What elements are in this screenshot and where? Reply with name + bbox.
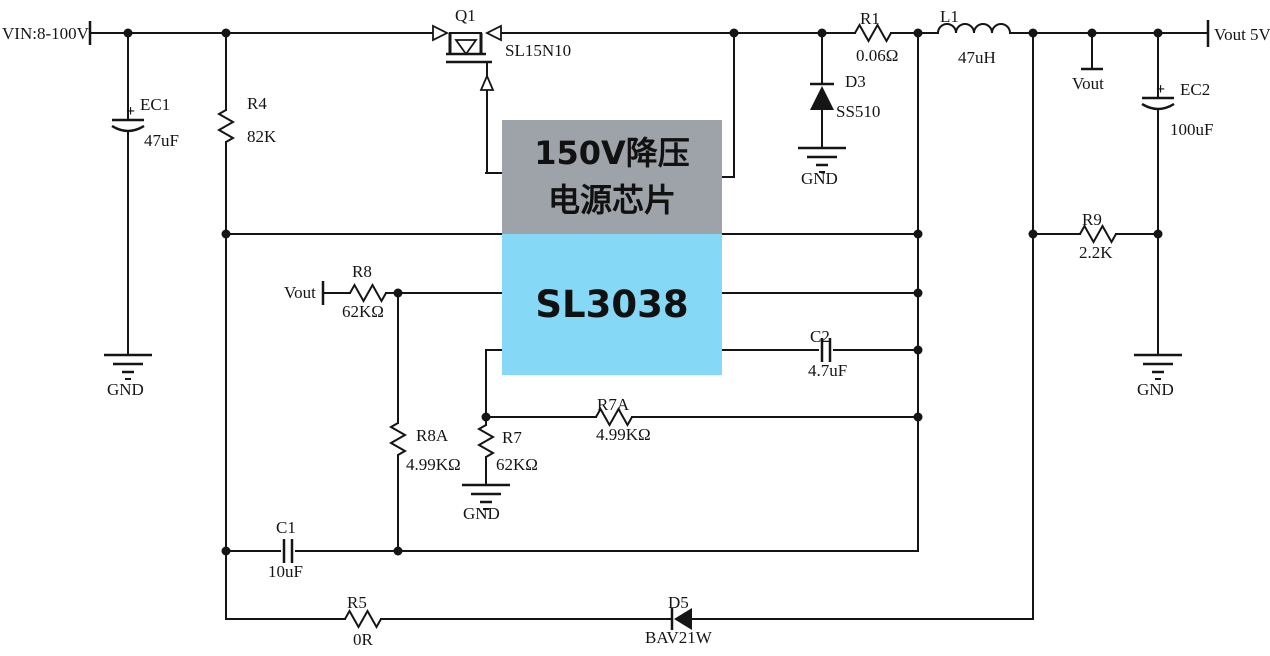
l1-inductor-symbol bbox=[937, 23, 1011, 34]
r8a-ref: R8A bbox=[416, 426, 449, 445]
vout-net-label: Vout bbox=[1072, 74, 1104, 93]
l1-val: 47uH bbox=[958, 48, 996, 67]
ec2-ref: EC2 bbox=[1180, 80, 1211, 99]
d5-diode-symbol bbox=[670, 608, 692, 630]
d3-val: SS510 bbox=[836, 102, 881, 121]
r4-val: 82K bbox=[247, 127, 277, 146]
r7-val: 62KΩ bbox=[496, 455, 538, 474]
r1-resistor-symbol bbox=[854, 22, 892, 44]
q1-ref: Q1 bbox=[455, 6, 476, 25]
d3-gnd-label: GND bbox=[801, 169, 838, 188]
ec1-ref: EC1 bbox=[140, 95, 171, 114]
ec2-val: 100uF bbox=[1170, 120, 1214, 139]
ec1-plus-sign: + bbox=[126, 103, 136, 120]
r1-val: 0.06Ω bbox=[856, 46, 899, 65]
chip-description-line2: 电源芯片 bbox=[547, 181, 676, 219]
ec1-val: 47uF bbox=[144, 131, 179, 150]
ec1-capacitor-symbol bbox=[111, 32, 145, 356]
d5-val: BAV21W bbox=[645, 628, 712, 647]
d3-diode-symbol bbox=[810, 32, 834, 149]
r9-ref: R9 bbox=[1082, 210, 1102, 229]
r9-val: 2.2K bbox=[1079, 243, 1113, 262]
r8-resistor-symbol bbox=[349, 282, 387, 304]
r4-resistor-symbol bbox=[216, 32, 236, 620]
chip-description-line1: 150V降压 bbox=[534, 134, 690, 172]
r8a-resistor-symbol bbox=[388, 292, 408, 552]
ec2-plus-sign: + bbox=[1156, 81, 1166, 98]
c2-ref: C2 bbox=[810, 327, 830, 346]
r8-ref: R8 bbox=[352, 262, 372, 281]
row-293-wires bbox=[321, 281, 919, 305]
r4-ref: R4 bbox=[247, 94, 267, 113]
d3-gnd-symbol bbox=[798, 146, 846, 173]
d5-ref: D5 bbox=[668, 593, 689, 612]
ec2-gnd-label: GND bbox=[1137, 380, 1174, 399]
ec2-gnd-symbol bbox=[1134, 353, 1182, 380]
r5-resistor-symbol bbox=[344, 608, 382, 630]
ec1-gnd-label: GND bbox=[107, 380, 144, 399]
r5-ref: R5 bbox=[347, 593, 367, 612]
l1-ref: L1 bbox=[940, 7, 959, 26]
r7-gnd-label: GND bbox=[463, 504, 500, 523]
c1-capacitor-symbol bbox=[282, 539, 294, 563]
vout-fb-label: Vout bbox=[284, 283, 316, 302]
d3-ref: D3 bbox=[845, 72, 866, 91]
q1-val: SL15N10 bbox=[505, 41, 572, 60]
chip-sw-pin-wire bbox=[722, 32, 735, 178]
vout5v-label: Vout 5V bbox=[1214, 25, 1270, 44]
r8a-val: 4.99KΩ bbox=[406, 455, 461, 474]
c2-val: 4.7uF bbox=[808, 361, 848, 380]
r7a-ref: R7A bbox=[597, 395, 630, 414]
c1-ref: C1 bbox=[276, 518, 296, 537]
chip-part-box: SL3038 bbox=[502, 234, 722, 375]
r7a-val: 4.99KΩ bbox=[596, 425, 651, 444]
c1-val: 10uF bbox=[268, 562, 303, 581]
junction-dots bbox=[123, 28, 1163, 556]
vin-label: VIN:8-100V bbox=[2, 24, 89, 43]
r9-resistor-symbol bbox=[1079, 223, 1117, 245]
q1-mosfet-symbol bbox=[432, 24, 503, 174]
c2-capacitor-symbol bbox=[820, 338, 832, 362]
r7a-resistor-symbol bbox=[595, 406, 633, 428]
r8-val: 62KΩ bbox=[342, 302, 384, 321]
vout-stub-terminal bbox=[1081, 32, 1103, 71]
r7-ref: R7 bbox=[502, 428, 522, 447]
r5-val: 0R bbox=[353, 630, 373, 649]
chip-description-box: 150V降压 电源芯片 bbox=[502, 120, 722, 234]
r1-ref: R1 bbox=[860, 9, 880, 28]
chip-part-number: SL3038 bbox=[535, 283, 689, 326]
chip-sl3038: 150V降压 电源芯片 SL3038 bbox=[502, 120, 722, 375]
ec1-gnd-symbol bbox=[104, 353, 152, 380]
r7-gnd-symbol bbox=[462, 483, 510, 510]
